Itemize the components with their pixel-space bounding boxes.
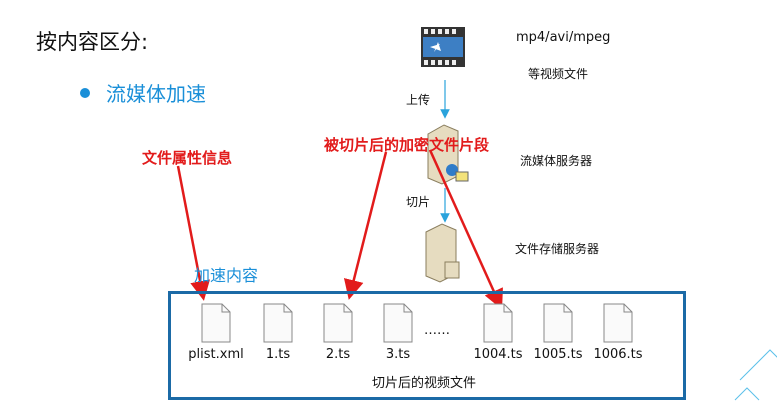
storage-server-icon xyxy=(425,223,460,283)
bullet-dot xyxy=(80,88,90,98)
file-name: plist.xml xyxy=(188,347,244,362)
storage-server-label: 文件存储服务器 xyxy=(515,242,600,256)
file-icon xyxy=(263,303,293,343)
page-title: 按内容区分: xyxy=(36,30,149,54)
video-film-icon xyxy=(421,27,465,67)
streaming-server-label: 流媒体服务器 xyxy=(520,154,593,168)
corner-decoration xyxy=(734,349,777,401)
box-caption: 切片后的视频文件 xyxy=(371,376,477,391)
accel-content-label: 加速内容 xyxy=(194,266,259,285)
file-name: 1.ts xyxy=(265,347,291,362)
streaming-server-icon xyxy=(427,124,469,185)
file-name: 1006.ts xyxy=(593,347,643,362)
source-desc: 等视频文件 xyxy=(528,67,589,81)
upload-label: 上传 xyxy=(406,93,431,107)
sliced-files-box xyxy=(168,291,686,400)
arrow-file-attr xyxy=(176,165,210,301)
slice-label: 切片 xyxy=(406,195,431,209)
arrow-encrypted-2ts xyxy=(343,151,388,300)
file-name: 2.ts xyxy=(325,347,351,362)
file-icon xyxy=(323,303,353,343)
file-icon xyxy=(543,303,573,343)
file-name: 3.ts xyxy=(385,347,411,362)
file-name: 1005.ts xyxy=(533,347,583,362)
ellipsis: …… xyxy=(424,323,450,338)
file-name: 1004.ts xyxy=(473,347,523,362)
annotation-encrypted: 被切片后的加密文件片段 xyxy=(324,136,490,154)
file-icon xyxy=(603,303,633,343)
annotation-file-attr: 文件属性信息 xyxy=(142,149,233,167)
file-icon xyxy=(383,303,413,343)
file-icon xyxy=(483,303,513,343)
file-icon xyxy=(201,303,231,343)
arrow-encrypted-1004ts xyxy=(428,149,503,310)
bullet-text: 流媒体加速 xyxy=(106,82,206,106)
source-format: mp4/avi/mpeg xyxy=(516,30,611,45)
